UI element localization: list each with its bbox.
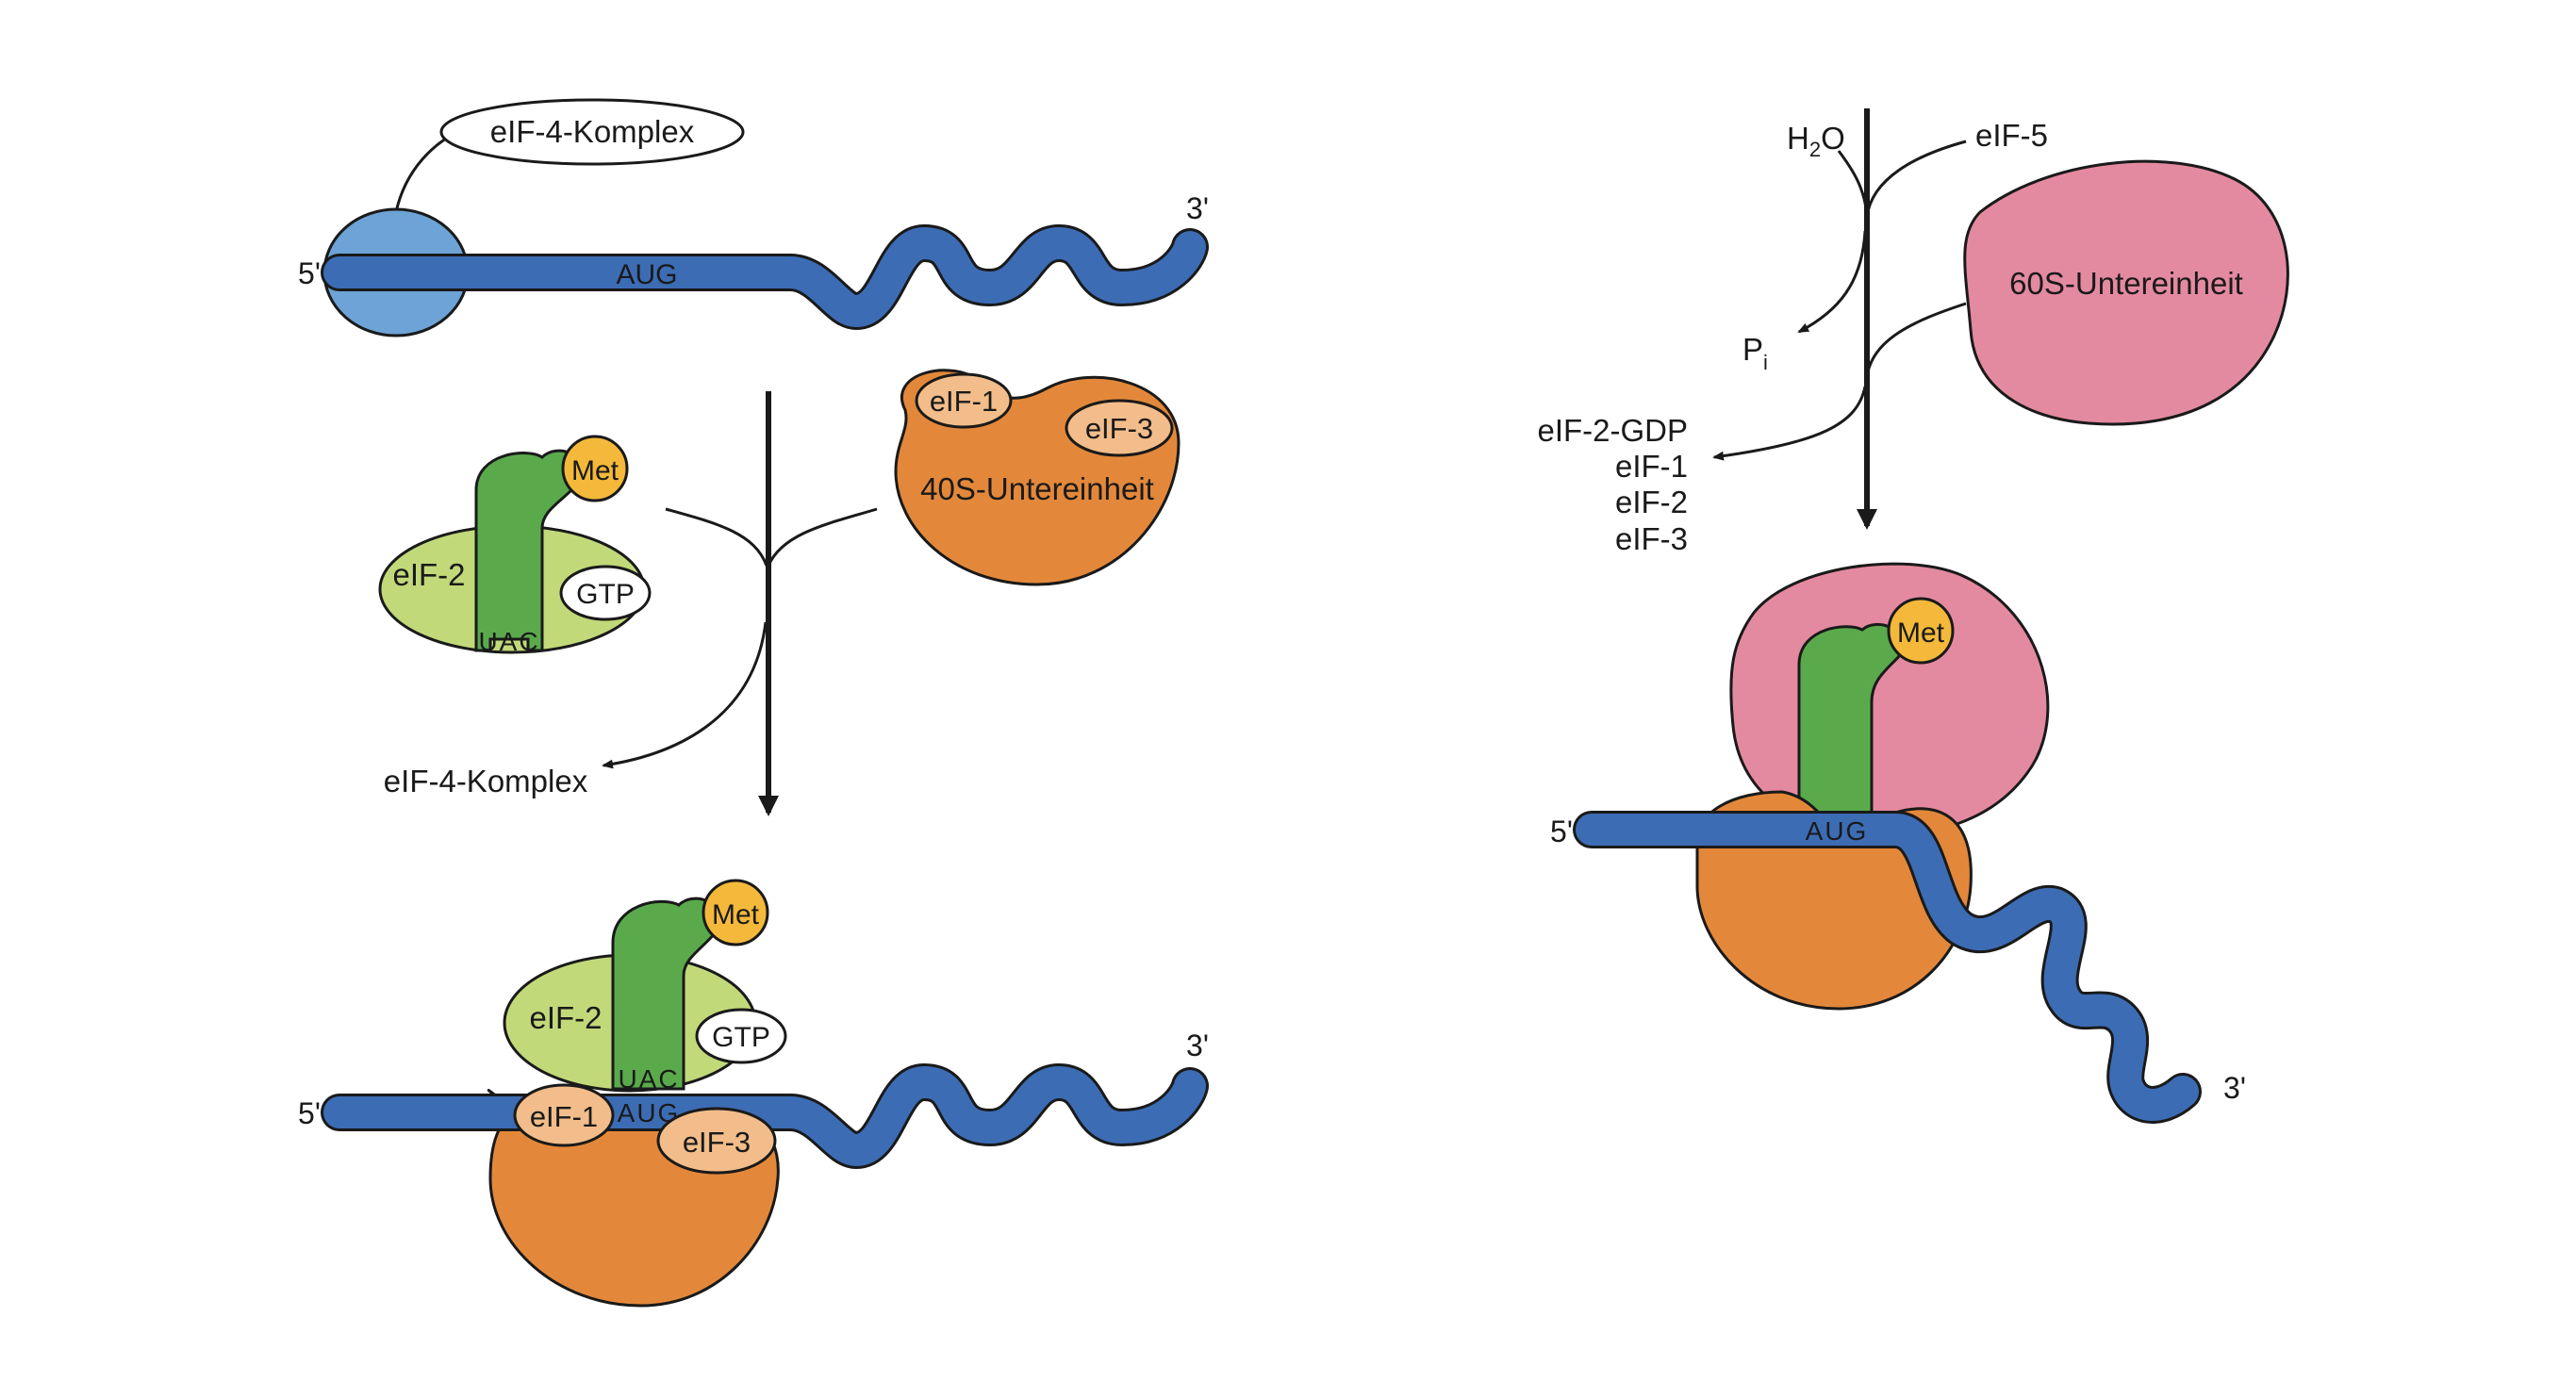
released-factor-1: eIF-2-GDP xyxy=(1537,413,1688,448)
large-subunit-60s xyxy=(1963,159,2289,426)
phosphate-label: Pi xyxy=(1742,332,1768,374)
panel-preinitiation-assembly: eIF-2 UAC GTP Met eIF-1 eIF-3 40S-Untere… xyxy=(378,369,1181,816)
subunit60-input-line xyxy=(1865,302,1967,378)
panel-scanning-complex: eIF-2 GTP Met UAC AUG eIF-1 eIF-3 5' 3' xyxy=(298,879,1209,1308)
eif1-label: eIF-1 xyxy=(930,385,998,418)
methionine xyxy=(561,435,629,502)
three-prime-label-80s: 3' xyxy=(2223,1071,2246,1105)
initiator-trna-80s xyxy=(1797,622,1904,817)
eif3-label: eIF-3 xyxy=(1085,412,1153,445)
eif1-label-bound: eIF-1 xyxy=(530,1100,598,1133)
water-input-line xyxy=(1837,150,1869,218)
initiator-trna-bound xyxy=(611,897,721,1091)
gtp-molecule xyxy=(559,565,652,621)
eif1-factor xyxy=(915,372,1013,429)
released-factor-3: eIF-2 xyxy=(1615,485,1688,519)
panel-cap-binding: eIF-4-Komplex AUG 5' 3' xyxy=(298,98,1209,337)
water-label: H2O xyxy=(1787,121,1845,161)
merge-line-left xyxy=(665,507,768,567)
start-codon-label: AUG xyxy=(616,259,677,290)
eif1-factor-bound xyxy=(513,1083,615,1147)
subunit60-label: 60S-Untereinheit xyxy=(2009,266,2243,301)
eif5-label: eIF-5 xyxy=(1975,118,2048,153)
met-label: Met xyxy=(571,455,619,486)
panel-80s-complex: Met AUG 5' 3' xyxy=(1550,562,2246,1124)
gtp-molecule-bound xyxy=(695,1008,787,1064)
met-label-80s: Met xyxy=(1897,617,1945,649)
released-factor-4: eIF-3 xyxy=(1615,521,1688,556)
released-eif4-label: eIF-4-Komplex xyxy=(384,764,588,798)
methionine-80s xyxy=(1887,597,1955,665)
gtp-label-bound: GTP xyxy=(712,1022,770,1053)
subunit40-label: 40S-Untereinheit xyxy=(920,471,1154,506)
methionine-bound xyxy=(702,879,769,946)
five-prime-label: 5' xyxy=(298,256,321,290)
three-prime-label-bound: 3' xyxy=(1186,1029,1209,1062)
five-prime-label-80s: 5' xyxy=(1550,815,1573,848)
panel-subunit-joining: H2O eIF-5 Pi eIF-2-GDP eIF-1 eIF-2 eIF-3… xyxy=(1537,108,2289,556)
five-prime-label-bound: 5' xyxy=(298,1096,321,1130)
merge-line-right xyxy=(767,507,878,567)
eif3-factor-bound xyxy=(656,1107,777,1175)
gtp-label: GTP xyxy=(576,579,635,610)
eif2-label-bound: eIF-2 xyxy=(529,1000,602,1035)
anticodon-label-bound: UAC xyxy=(618,1064,679,1094)
released-factor-2: eIF-1 xyxy=(1615,449,1688,484)
callout-label: eIF-4-Komplex xyxy=(490,114,695,149)
codon-label-80s: AUG xyxy=(1806,816,1869,846)
three-prime-label: 3' xyxy=(1186,191,1209,225)
phosphate-release-arrow xyxy=(1797,230,1867,334)
eif3-factor xyxy=(1065,399,1174,457)
factor-release-arrow xyxy=(1712,386,1867,461)
eif3-label-bound: eIF-3 xyxy=(683,1126,751,1159)
eif2-label: eIF-2 xyxy=(392,557,465,592)
anticodon-label: UAC xyxy=(478,627,539,656)
release-arrow-eif4 xyxy=(602,621,768,769)
eif5-input-line xyxy=(1865,140,1967,218)
callout-bubble xyxy=(439,98,745,166)
met-label-bound: Met xyxy=(712,899,760,930)
